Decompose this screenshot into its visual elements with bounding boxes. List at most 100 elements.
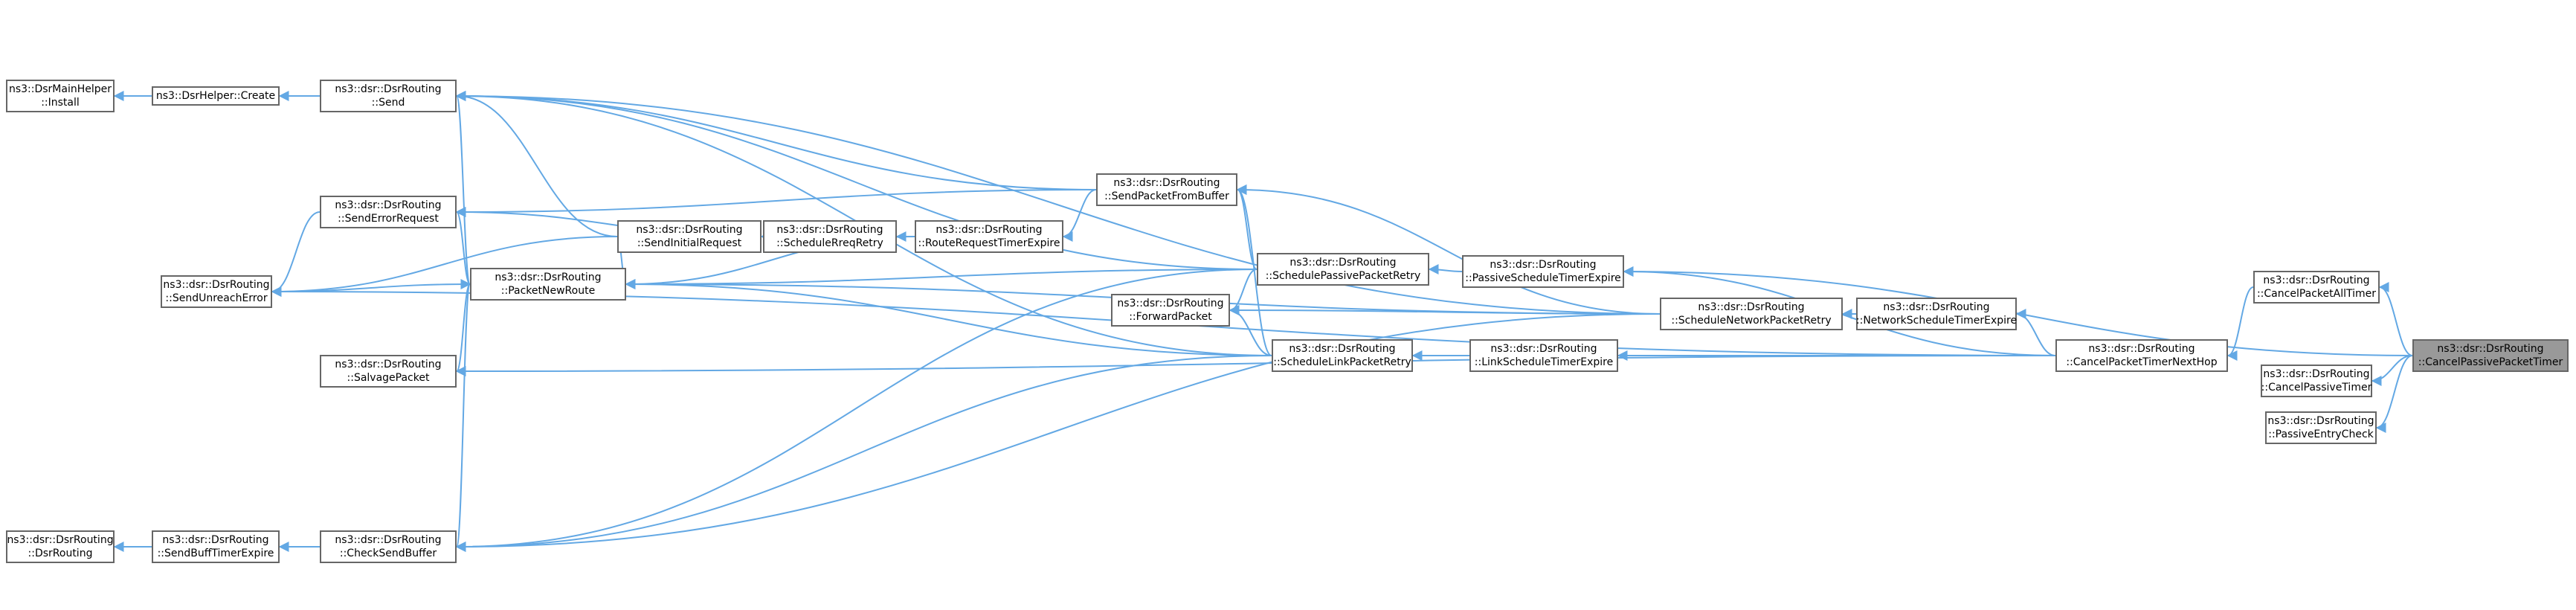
node-send-from-buf[interactable]: ns3::dsr::DsrRouting::SendPacketFromBuff… xyxy=(1096,173,1237,206)
node-label-line: ns3::dsr::DsrRouting xyxy=(2437,343,2544,355)
call-edge xyxy=(2015,309,2056,356)
node-label-line: ns3::dsr::DsrRouting xyxy=(335,534,442,546)
call-edge xyxy=(455,91,1258,270)
call-edge xyxy=(1236,184,1661,315)
node-passive-entry[interactable]: ns3::dsr::DsrRouting::PassiveEntryCheck xyxy=(2265,411,2377,444)
call-edge xyxy=(2226,286,2254,361)
node-label-line: ::SalvagePacket xyxy=(347,372,430,384)
call-edge xyxy=(1236,184,1258,270)
node-send-unreach[interactable]: ns3::dsr::DsrRouting::SendUnreachError xyxy=(161,275,272,308)
node-label-line: ::SendBuffTimerExpire xyxy=(157,548,274,559)
call-edge xyxy=(1623,266,2413,356)
node-label-line: ::ForwardPacket xyxy=(1129,311,1212,323)
call-edge xyxy=(455,91,1097,190)
node-label-line: ::ScheduleNetworkPacketRetry xyxy=(1671,315,1832,327)
node-sched-rreq[interactable]: ns3::dsr::DsrRouting::ScheduleRreqRetry xyxy=(763,220,897,253)
call-edge xyxy=(455,91,471,285)
call-edge xyxy=(1062,189,1097,242)
node-label-line: ::ScheduleLinkPacketRetry xyxy=(1273,356,1411,368)
node-label-line: ns3::dsr::DsrRouting xyxy=(335,199,442,211)
node-label-line: ns3::dsr::DsrRouting xyxy=(1117,298,1224,309)
node-label-line: ::PacketNewRoute xyxy=(500,285,596,297)
node-label-line: ::DsrRouting xyxy=(28,548,93,559)
node-cancel-passive[interactable]: ns3::dsr::DsrRouting::CancelPassiveTimer xyxy=(2261,365,2372,397)
node-label-line: ::NetworkScheduleTimerExpire xyxy=(1855,315,2018,327)
call-edge xyxy=(2378,282,2413,356)
node-check-buffer[interactable]: ns3::dsr::DsrRouting::CheckSendBuffer xyxy=(320,530,457,563)
node-label-line: ns3::DsrHelper::Create xyxy=(155,90,276,102)
call-edge xyxy=(2375,355,2413,433)
node-packet-new[interactable]: ns3::dsr::DsrRouting::PacketNewRoute xyxy=(470,268,626,301)
node-label-line: ::Install xyxy=(41,97,80,109)
node-main-install[interactable]: ns3::DsrMainHelper::Install xyxy=(6,80,115,112)
node-label-line: ns3::dsr::DsrRouting xyxy=(1698,301,1805,313)
node-label-line: ns3::dsr::DsrRouting xyxy=(495,272,602,283)
node-label-line: ns3::dsr::DsrRouting xyxy=(2263,368,2370,380)
node-label-line: ns3::dsr::DsrRouting xyxy=(162,534,269,546)
node-label-line: ns3::dsr::DsrRouting xyxy=(1883,301,1990,313)
call-edge xyxy=(455,355,1272,552)
call-edge xyxy=(455,91,618,237)
node-label-line: ns3::dsr::DsrRouting xyxy=(335,359,442,370)
node-forward[interactable]: ns3::dsr::DsrRouting::ForwardPacket xyxy=(1111,294,1230,327)
node-label-line: ::SendUnreachError xyxy=(165,292,268,304)
node-label-line: ns3::dsr::DsrRouting xyxy=(1113,177,1220,189)
node-label-line: ::SendInitialRequest xyxy=(637,237,742,249)
node-route-req[interactable]: ns3::dsr::DsrRouting::RouteRequestTimerE… xyxy=(915,220,1063,253)
node-sched-link[interactable]: ns3::dsr::DsrRouting::ScheduleLinkPacket… xyxy=(1272,339,1413,372)
call-edge xyxy=(625,279,1272,356)
node-label-line: ns3::dsr::DsrRouting xyxy=(936,224,1043,236)
node-label-line: ::RouteRequestTimerExpire xyxy=(918,237,1060,249)
call-edge xyxy=(625,269,1258,289)
node-network-timer[interactable]: ns3::dsr::DsrRouting::NetworkScheduleTim… xyxy=(1856,298,2017,330)
node-label-line: ::CheckSendBuffer xyxy=(339,548,437,559)
call-edge xyxy=(455,189,1097,217)
node-label-line: ns3::dsr::DsrRouting xyxy=(163,279,270,291)
call-edge xyxy=(455,269,1258,552)
node-sched-passive[interactable]: ns3::dsr::DsrRouting::SchedulePassivePac… xyxy=(1257,253,1429,286)
node-label-line: ns3::DsrMainHelper xyxy=(8,83,112,95)
node-label-line: ns3::dsr::DsrRouting xyxy=(1490,343,1597,355)
node-passive-timer[interactable]: ns3::dsr::DsrRouting::PassiveScheduleTim… xyxy=(1462,255,1624,288)
node-salvage[interactable]: ns3::dsr::DsrRouting::SalvagePacket xyxy=(320,355,457,388)
node-link-timer[interactable]: ns3::dsr::DsrRouting::LinkScheduleTimerE… xyxy=(1469,339,1618,372)
node-dsr-routing[interactable]: ns3::dsr::DsrRouting::DsrRouting xyxy=(6,530,115,563)
node-sched-network[interactable]: ns3::dsr::DsrRouting::ScheduleNetworkPac… xyxy=(1660,298,1843,330)
node-label-line: ns3::dsr::DsrRouting xyxy=(776,224,883,236)
node-buff-timer[interactable]: ns3::dsr::DsrRouting::SendBuffTimerExpir… xyxy=(152,530,280,563)
node-cancel-next[interactable]: ns3::dsr::DsrRouting::CancelPacketTimerN… xyxy=(2055,339,2228,372)
node-label-line: ::SendErrorRequest xyxy=(338,213,439,225)
node-label-line: ::ScheduleRreqRetry xyxy=(776,237,883,249)
node-label-line: ns3::dsr::DsrRouting xyxy=(2267,415,2374,427)
node-label-line: ::CancelPacketAllTimer xyxy=(2256,288,2377,300)
node-label-line: ns3::dsr::DsrRouting xyxy=(1289,343,1396,355)
call-edge xyxy=(1236,184,1272,356)
node-label-line: ns3::dsr::DsrRouting xyxy=(335,83,442,95)
node-label-line: ::CancelPassivePacketTimer xyxy=(2418,356,2563,368)
call-edge xyxy=(271,236,618,297)
node-send-initial[interactable]: ns3::dsr::DsrRouting::SendInitialRequest xyxy=(617,220,761,253)
node-send-error[interactable]: ns3::dsr::DsrRouting::SendErrorRequest xyxy=(320,196,457,228)
node-label-line: ::LinkScheduleTimerExpire xyxy=(1474,356,1614,368)
node-send[interactable]: ns3::dsr::DsrRouting::Send xyxy=(320,80,457,112)
call-edge xyxy=(1229,305,1272,356)
node-focus[interactable]: ns3::dsr::DsrRouting::CancelPassivePacke… xyxy=(2412,339,2569,372)
node-label-line: ns3::dsr::DsrRouting xyxy=(7,534,114,546)
node-cancel-all[interactable]: ns3::dsr::DsrRouting::CancelPacketAllTim… xyxy=(2253,271,2380,304)
call-edge xyxy=(271,211,321,297)
node-label-line: ns3::dsr::DsrRouting xyxy=(2263,274,2370,286)
node-label-line: ::SendPacketFromBuffer xyxy=(1104,190,1229,202)
node-label-line: ns3::dsr::DsrRouting xyxy=(1490,259,1597,271)
node-label-line: ns3::dsr::DsrRouting xyxy=(2088,343,2195,355)
node-label-line: ::Send xyxy=(371,97,405,109)
node-label-line: ::PassiveScheduleTimerExpire xyxy=(1465,272,1621,284)
call-edge xyxy=(456,279,471,548)
node-label-line: ::PassiveEntryCheck xyxy=(2268,428,2374,440)
call-edge xyxy=(455,91,1661,315)
node-label-line: ::SchedulePassivePacketRetry xyxy=(1265,270,1421,282)
call-edge xyxy=(455,355,2056,376)
node-label-line: ns3::dsr::DsrRouting xyxy=(636,224,743,236)
call-edge xyxy=(455,313,1661,552)
node-helper-create[interactable]: ns3::DsrHelper::Create xyxy=(152,86,280,106)
node-label-line: ::CancelPassiveTimer xyxy=(2261,382,2372,394)
